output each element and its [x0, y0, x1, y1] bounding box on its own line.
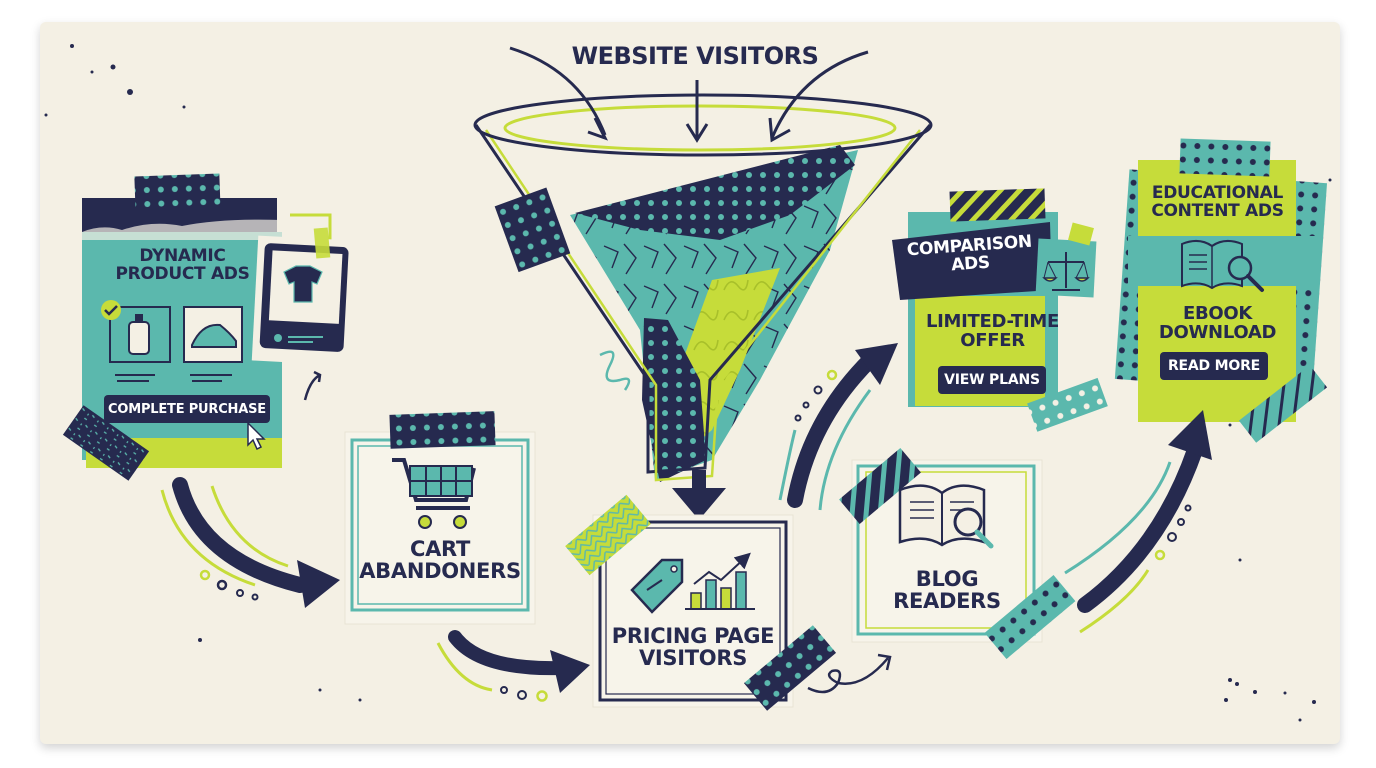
educational-offer-text: EBOOK DOWNLOAD: [1140, 303, 1295, 343]
phone-mockup: [247, 213, 356, 451]
pricing-page-line2: VISITORS: [638, 646, 748, 671]
blog-readers-label: BLOG READERS: [857, 568, 1037, 612]
book-magnifier-icon: [898, 484, 994, 549]
educational-ads-line2: CONTENT ADS: [1151, 200, 1284, 221]
cart-abandoners-line1: CART: [409, 537, 471, 561]
cart-abandoners-line2: ABANDONERS: [359, 559, 521, 584]
funnel-icon: [473, 93, 933, 482]
comparison-offer-line1: LIMITED-TIME: [925, 311, 1060, 332]
complete-purchase-button[interactable]: COMPLETE PURCHASE: [104, 395, 270, 423]
dynamic-ads-title: DYNAMIC PRODUCT ADS: [90, 246, 275, 284]
incoming-arrows: [509, 46, 869, 143]
comparison-offer-line2: OFFER: [960, 329, 1025, 351]
read-more-button[interactable]: READ MORE: [1160, 352, 1268, 380]
educational-offer-line1: EBOOK: [1182, 303, 1253, 324]
educational-ads-title: EDUCATIONAL CONTENT ADS: [1140, 183, 1295, 221]
sneaker-icon: [191, 323, 237, 348]
cart-abandoners-label: CART ABANDONERS: [350, 538, 530, 582]
view-plans-button[interactable]: VIEW PLANS: [938, 366, 1046, 394]
book-magnifier-icon: [1181, 240, 1264, 292]
blog-readers-line1: BLOG: [915, 567, 979, 591]
funnel-down-arrow: [672, 470, 726, 520]
dynamic-ads-title-line1: DYNAMIC: [139, 246, 226, 266]
cursor-icon: [247, 421, 266, 451]
educational-ads-line1: EDUCATIONAL: [1151, 183, 1284, 203]
comparison-offer-text: LIMITED-TIME OFFER: [915, 311, 1070, 351]
checkmark-icon: [101, 300, 121, 320]
scales-icon: [1042, 252, 1090, 291]
shopping-cart-icon: [392, 458, 476, 529]
pricing-page-visitors-card: [565, 494, 837, 711]
soap-bottle-icon: [128, 321, 150, 355]
blog-readers-card: [839, 448, 1076, 659]
flow-arrows: [160, 343, 1212, 702]
dynamic-ads-title-line2: PRODUCT ADS: [115, 263, 250, 284]
educational-offer-line2: DOWNLOAD: [1158, 321, 1277, 343]
tshirt-icon: [283, 265, 323, 303]
funnel-title: WEBSITE VISITORS: [571, 42, 819, 70]
cart-abandoners-card: [344, 411, 536, 625]
ink-speckles: [44, 44, 1332, 722]
pricing-page-line1: PRICING PAGE: [611, 624, 775, 648]
blog-readers-line2: READERS: [893, 589, 1001, 614]
pricing-page-visitors-label: PRICING PAGE VISITORS: [598, 625, 788, 669]
price-tag-chart-icon: [630, 552, 755, 614]
